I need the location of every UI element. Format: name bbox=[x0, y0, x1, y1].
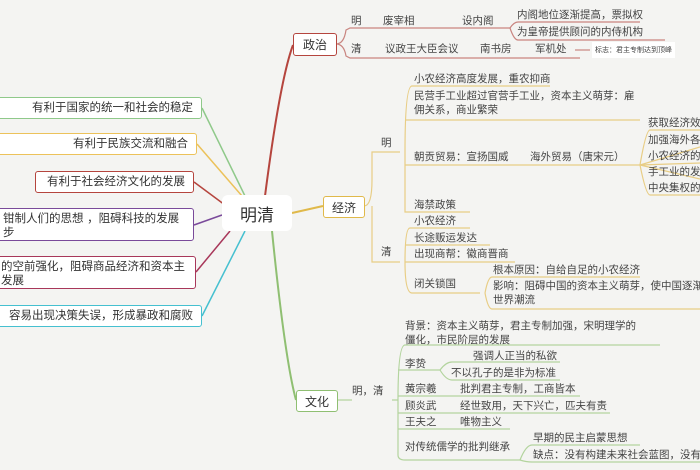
culture-idea: 经世致用，天下兴亡，匹夫有责 bbox=[460, 400, 607, 412]
culture-person: 黄宗羲 bbox=[405, 383, 437, 395]
branch-economy[interactable]: 经济 bbox=[323, 196, 365, 218]
politics-qing-item: 南书房 bbox=[480, 43, 512, 55]
left-point-4[interactable]: 钳制人们的思想 ，阻碍科技的发展步 bbox=[0, 208, 194, 241]
culture-idea: 不以孔子的是非为标准 bbox=[451, 367, 556, 379]
politics-qing-item: 议政王大臣会议 bbox=[385, 43, 459, 55]
overseas-item: 中央集权的 bbox=[648, 182, 700, 194]
politics-detail: 内阁地位逐渐提高，票拟权 bbox=[517, 9, 643, 21]
culture-inherit-item: 早期的民主启蒙思想 bbox=[533, 432, 628, 444]
culture-person: 王夫之 bbox=[405, 416, 437, 428]
politics-qing-item: 军机处 bbox=[535, 43, 567, 55]
overseas-item: 小农经济的 bbox=[648, 150, 700, 162]
culture-idea: 唯物主义 bbox=[460, 416, 502, 428]
politics-ming: 明 bbox=[351, 15, 362, 27]
left-point-1[interactable]: 有利于国家的统一和社会的稳定 bbox=[0, 97, 202, 119]
economy-ming-item: 小农经济高度发展，重农抑商 bbox=[414, 73, 551, 85]
economy-ming: 明 bbox=[381, 137, 392, 149]
branch-politics[interactable]: 政治 bbox=[293, 33, 337, 56]
left-point-3[interactable]: 有利于社会经济文化的发展 bbox=[35, 171, 194, 193]
economy-qing-item: 长途贩运发达 bbox=[414, 232, 477, 244]
closed-item: 根本原因：自给自足的小农经济 bbox=[493, 264, 640, 276]
economy-overseas: 海外贸易（唐宋元） bbox=[530, 151, 625, 163]
culture-person: 李贽 bbox=[405, 358, 426, 370]
branch-culture[interactable]: 文化 bbox=[296, 390, 338, 412]
politics-detail: 为皇帝提供顾问的内侍机构 bbox=[517, 26, 643, 38]
politics-qing: 清 bbox=[351, 43, 362, 55]
culture-inherit-item: 缺点：没有构建未来社会蓝图，没有 bbox=[533, 449, 700, 461]
left-point-6[interactable]: 容易出现决策失误，形成暴政和腐败 bbox=[0, 305, 202, 327]
left-point-5[interactable]: 的空前强化，阻碍商品经济和资本主发展 bbox=[0, 256, 196, 289]
economy-qing-item: 出现商帮：徽商晋商 bbox=[414, 248, 509, 260]
culture-background: 背景：资本主义萌芽，君主专制加强，宋明理学的僵化，市民阶层的发展 bbox=[405, 320, 636, 346]
economy-ming-item: 民营手工业超过官营手工业，资本主义萌芽：雇佣关系，商业繁荣 bbox=[414, 90, 635, 116]
culture-inherit: 对传统儒学的批判继承 bbox=[405, 441, 510, 453]
culture-person: 顾炎武 bbox=[405, 400, 437, 412]
economy-qing-item: 闭关锁国 bbox=[414, 278, 456, 290]
overseas-item: 手工业的发 bbox=[648, 166, 700, 178]
left-point-2[interactable]: 有利于民族交流和融合 bbox=[0, 133, 197, 155]
economy-ming-item: 海禁政策 bbox=[414, 199, 456, 211]
closed-item: 影响：阻碍中国的资本主义萌芽，使中国逐渐世界潮流 bbox=[493, 280, 700, 306]
culture-period: 明，清 bbox=[352, 385, 384, 397]
central-topic[interactable]: 明清 bbox=[222, 195, 292, 231]
economy-qing: 清 bbox=[381, 246, 392, 258]
economy-ming-item: 朝贡贸易：宣扬国威 bbox=[414, 151, 509, 163]
culture-idea: 强调人正当的私欲 bbox=[473, 350, 557, 362]
politics-ming-item: 废宰相 bbox=[383, 15, 415, 27]
overseas-item: 加强海外各 bbox=[648, 134, 700, 146]
politics-note: 标志：君主专制达到顶峰 bbox=[592, 42, 675, 58]
economy-qing-item: 小农经济 bbox=[414, 215, 456, 227]
overseas-item: 获取经济效 bbox=[648, 117, 700, 129]
politics-ming-item: 设内阁 bbox=[462, 15, 494, 27]
culture-idea: 批判君主专制，工商皆本 bbox=[460, 383, 576, 395]
